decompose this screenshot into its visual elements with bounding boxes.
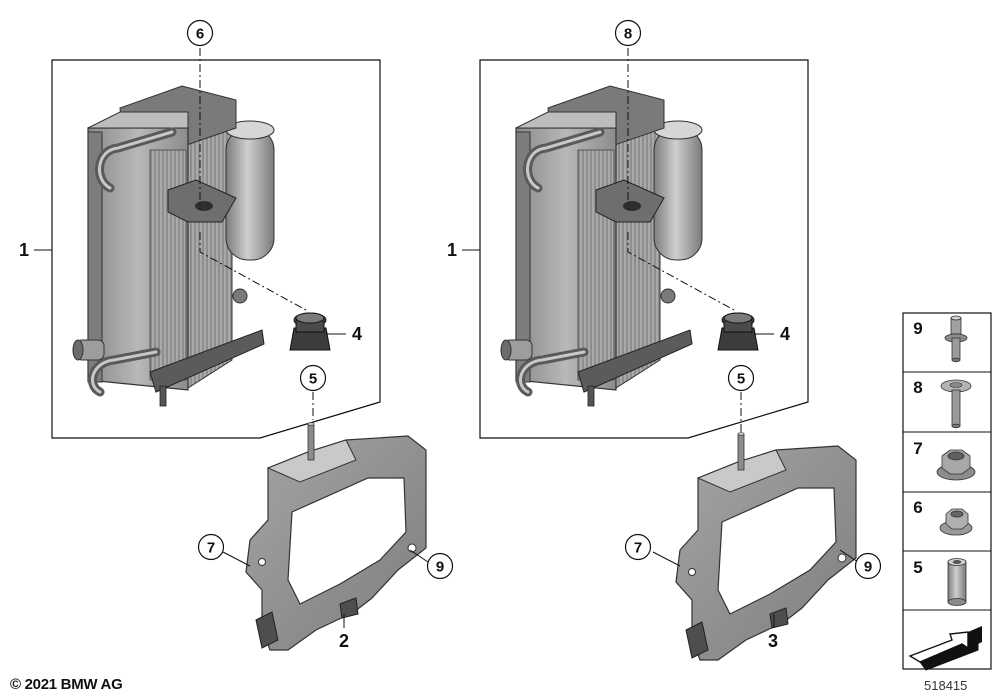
sleeve-icon — [947, 558, 967, 606]
svg-text:6: 6 — [196, 26, 204, 43]
assembly-outline — [51, 59, 381, 439]
label-main-part[interactable]: 1 — [19, 240, 29, 260]
label-main-part[interactable]: 1 — [447, 240, 457, 260]
legend-row[interactable]: 9 — [913, 315, 968, 363]
legend-panel: 9 8 7 — [902, 312, 992, 671]
svg-text:8: 8 — [624, 26, 632, 43]
flange-nut-icon — [936, 449, 976, 481]
legend-number: 5 — [913, 558, 922, 577]
stud-bolt-icon — [944, 315, 968, 363]
washer-bolt-icon — [940, 379, 972, 429]
assembly-left: 6 1 4 5 7 9 2 — [19, 19, 454, 651]
legend-number: 6 — [913, 498, 922, 517]
callout-top[interactable]: 8 — [614, 19, 642, 47]
mounting-bracket — [245, 421, 427, 651]
rubber-mount — [289, 312, 331, 351]
callout-left[interactable]: 7 — [197, 533, 225, 561]
label-nut[interactable]: 4 — [780, 324, 790, 344]
assembly-outline — [479, 59, 809, 439]
legend-row[interactable]: 5 — [913, 558, 967, 606]
svg-text:5: 5 — [309, 371, 317, 388]
legend-row[interactable]: 6 — [913, 498, 973, 536]
callout-sleeve[interactable]: 5 — [299, 364, 327, 392]
mounting-bracket — [675, 431, 857, 661]
condenser-dryer-module — [501, 86, 702, 406]
nut-icon — [939, 508, 973, 536]
callout-right[interactable]: 9 — [854, 552, 882, 580]
legend-row[interactable]: 7 — [913, 439, 976, 481]
svg-text:5: 5 — [737, 371, 745, 388]
label-nut[interactable]: 4 — [352, 324, 362, 344]
legend-row[interactable]: 8 — [913, 378, 972, 429]
label-bracket[interactable]: 2 — [339, 631, 349, 651]
legend-number: 8 — [913, 378, 922, 397]
callout-right[interactable]: 9 — [426, 552, 454, 580]
assembly-right: 8 1 4 5 7 9 3 — [447, 19, 882, 661]
label-bracket[interactable]: 3 — [768, 631, 778, 651]
direction-arrow-icon[interactable] — [908, 626, 982, 671]
copyright-text: © 2021 BMW AG — [10, 676, 123, 693]
rubber-mount — [717, 312, 759, 351]
legend-number: 9 — [913, 319, 922, 338]
svg-text:7: 7 — [634, 540, 642, 557]
svg-text:9: 9 — [864, 559, 872, 576]
svg-text:7: 7 — [207, 540, 215, 557]
legend-number: 7 — [913, 439, 922, 458]
condenser-dryer-module — [73, 86, 274, 406]
svg-text:9: 9 — [436, 559, 444, 576]
callout-sleeve[interactable]: 5 — [727, 364, 755, 392]
callout-left[interactable]: 7 — [624, 533, 652, 561]
callout-top[interactable]: 6 — [186, 19, 214, 47]
diagram-id: 518415 — [924, 678, 968, 693]
